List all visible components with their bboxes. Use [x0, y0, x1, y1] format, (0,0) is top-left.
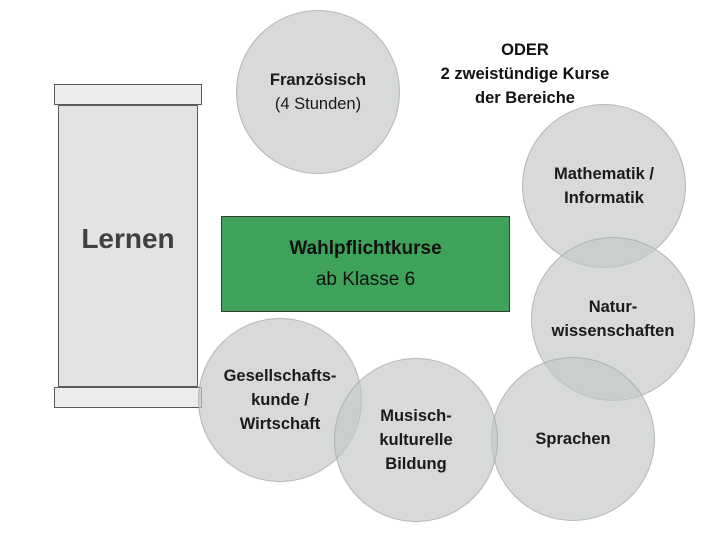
circle-franzoesisch: Französisch (4 Stunden): [236, 10, 400, 174]
pillar-shaft: Lernen: [58, 105, 198, 387]
pillar-top-cap: [54, 84, 202, 105]
oder-line-2: 2 zweistündige Kurse: [440, 65, 610, 83]
gesellschaft-line-1: Gesellschafts-: [223, 367, 337, 385]
mathematik-line-1: Mathematik /: [554, 165, 654, 183]
natur-line-1: Natur-: [588, 298, 638, 316]
sprachen-line-1: Sprachen: [535, 430, 611, 448]
musisch-line-2: kulturelle: [379, 431, 453, 449]
oder-line-1: ODER: [501, 41, 549, 59]
gesellschaft-line-2: kunde /: [251, 391, 309, 409]
oder-note: ODER 2 zweistündige Kurse der Bereiche: [400, 38, 650, 110]
franzoesisch-line-1: Französisch: [269, 71, 367, 89]
oder-line-3: der Bereiche: [475, 89, 575, 107]
wahlpflicht-title: Wahlpflichtkurse: [289, 237, 442, 259]
pillar-label: Lernen: [81, 223, 175, 254]
wahlpflicht-box: Wahlpflichtkurse ab Klasse 6: [221, 216, 510, 312]
gesellschaft-line-3: Wirtschaft: [239, 415, 321, 433]
circle-musisch-kulturell: Musisch- kulturelle Bildung: [334, 358, 498, 522]
musisch-line-1: Musisch-: [380, 407, 452, 425]
wahlpflicht-subtitle: ab Klasse 6: [315, 268, 416, 290]
franzoesisch-line-2: (4 Stunden): [274, 95, 362, 113]
circle-sprachen: Sprachen: [491, 357, 655, 521]
natur-line-2: wissenschaften: [551, 322, 675, 340]
musisch-line-3: Bildung: [385, 455, 447, 473]
mathematik-line-2: Informatik: [564, 189, 644, 207]
pillar-bottom-cap: [54, 387, 202, 408]
circle-gesellschaftskunde: Gesellschafts- kunde / Wirtschaft: [198, 318, 362, 482]
